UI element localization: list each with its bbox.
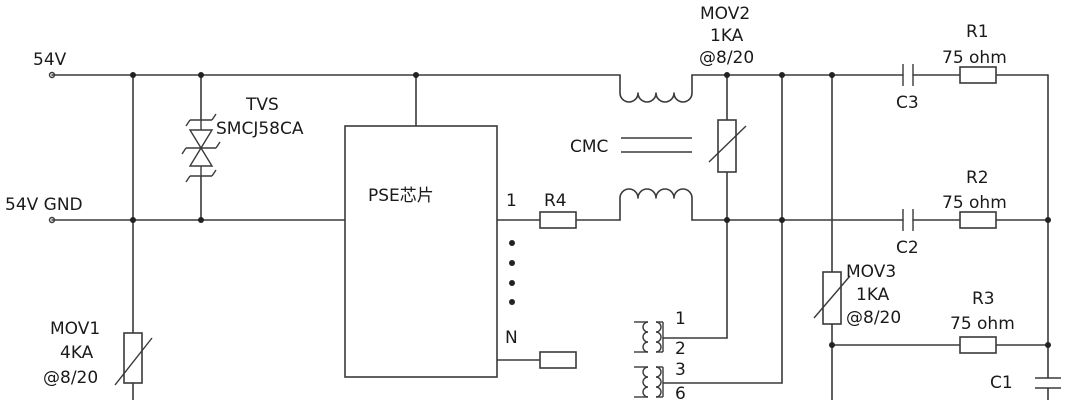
c2-capacitor: C2 — [896, 209, 919, 258]
mov3-pulse: @8/20 — [846, 308, 901, 328]
terminal-54v: 54V — [33, 50, 67, 79]
mov1-varistor: MOV1 4KA @8/20 — [43, 319, 153, 388]
mov2-pulse: @8/20 — [699, 48, 754, 68]
r2-label: R2 — [966, 168, 989, 188]
c2-label: C2 — [896, 238, 919, 258]
mov3-varistor: MOV3 1KA @8/20 — [813, 262, 901, 328]
tvs-part-label: SMCJ58CA — [216, 119, 304, 139]
pse-chip: PSE芯片 1 N — [344, 125, 518, 378]
mov2-rating: 1KA — [710, 26, 744, 46]
pse-chip-label: PSE芯片 — [368, 186, 434, 206]
terminal-gnd-label: 54V GND — [5, 195, 83, 215]
mov2-varistor: MOV2 1KA @8/20 — [699, 4, 754, 173]
terminal-54v-gnd: 54V GND — [5, 195, 83, 224]
r2-value: 75 ohm — [942, 193, 1007, 213]
cmc-choke: CMC — [570, 74, 693, 221]
mov3-rating: 1KA — [856, 285, 890, 305]
terminal-54v-label: 54V — [33, 50, 67, 70]
tvs-diode: TVS SMCJ58CA — [181, 95, 304, 183]
tvs-label: TVS — [245, 95, 279, 115]
r1-value: 75 ohm — [942, 48, 1007, 68]
pse-pin-1-label: 1 — [506, 191, 517, 211]
cmc-label: CMC — [570, 137, 608, 157]
r4-label: R4 — [544, 191, 567, 211]
transformer-pin-6: 6 — [675, 384, 686, 400]
c3-capacitor: C3 — [896, 64, 919, 113]
junction-dots — [130, 72, 1051, 348]
mov2-label: MOV2 — [700, 4, 750, 24]
c3-label: C3 — [896, 93, 919, 113]
mov1-pulse: @8/20 — [43, 368, 98, 388]
pse-pin-n-label: N — [505, 328, 518, 348]
transformer-pin-3: 3 — [675, 360, 686, 380]
r3-value: 75 ohm — [950, 314, 1015, 334]
c1-capacitor: C1 — [990, 373, 1061, 400]
transformer-pin-1: 1 — [675, 309, 686, 329]
r3-label: R3 — [972, 289, 995, 309]
mov1-label: MOV1 — [50, 319, 100, 339]
mov1-rating: 4KA — [60, 343, 94, 363]
r1-label: R1 — [966, 22, 989, 42]
c1-label: C1 — [990, 373, 1013, 393]
r3-resistor: R3 75 ohm — [950, 289, 1015, 354]
transformer: 1 2 3 6 — [634, 309, 686, 400]
r2-resistor: R2 75 ohm — [942, 168, 1007, 229]
r1-resistor: R1 75 ohm — [942, 22, 1007, 84]
transformer-pin-2: 2 — [675, 339, 686, 359]
mov3-label: MOV3 — [846, 262, 896, 282]
pin-n-resistor — [539, 351, 577, 369]
r4-resistor: R4 — [539, 191, 577, 229]
